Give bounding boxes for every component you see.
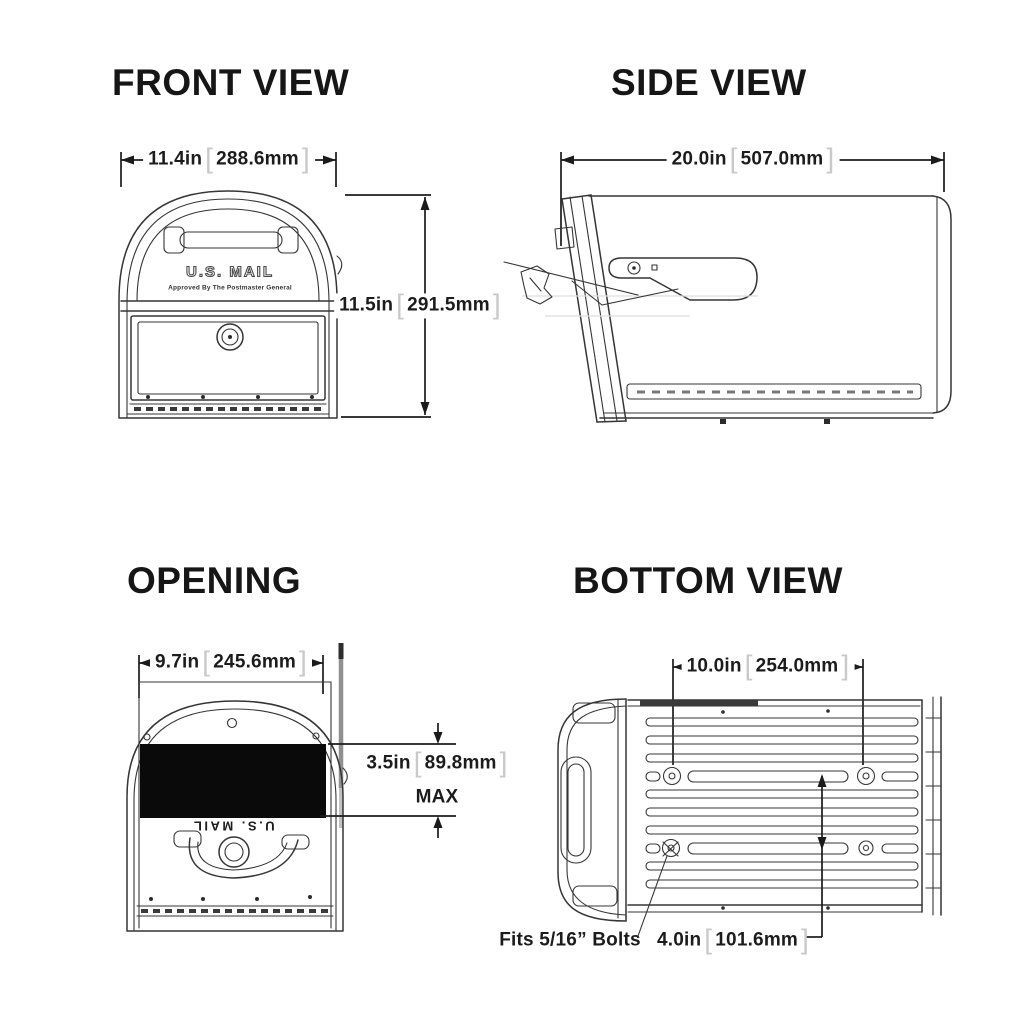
bracket-open-icon: [ [744, 649, 753, 681]
bracket-close-icon: ] [301, 142, 310, 174]
opening-title: OPENING [127, 560, 302, 601]
side-flag-lever [503, 261, 758, 317]
bottom-view-title: BOTTOM VIEW [573, 560, 843, 601]
opening-height-dimension-line [320, 723, 456, 838]
bottom-depth-dimension-line [806, 774, 827, 938]
bottom-width-mm-value: 254.0mm [755, 655, 839, 677]
bolt-note-label: Fits 5/16” Bolts [494, 930, 646, 953]
bracket-close-icon: ] [826, 142, 835, 174]
side-latch-arm [608, 257, 758, 301]
front-base [126, 395, 330, 415]
front-mailbox-outline [118, 190, 343, 419]
front-height-in-value: 11.5in [339, 294, 394, 316]
front-handle [163, 226, 299, 254]
bracket-close-icon: ] [499, 746, 508, 778]
side-length-dim-label: 20.0in [ 507.0mm ] [666, 142, 840, 174]
bracket-open-icon: [ [413, 746, 422, 778]
front-width-mm-value: 288.6mm [216, 148, 299, 170]
opening-back-panel [138, 681, 332, 929]
bottom-depth-dim-label: 4.0in [ 101.6mm ] [652, 923, 814, 955]
bracket-open-icon: [ [205, 142, 214, 174]
opening-width-in-value: 9.7in [154, 651, 200, 673]
bottom-width-dim-label: 10.0in [ 254.0mm ] [681, 649, 855, 681]
opening-height-mm-value: 89.8mm [424, 752, 497, 774]
side-length-mm-value: 507.0mm [740, 148, 824, 170]
side-door [554, 194, 627, 423]
opening-handle [173, 830, 310, 879]
front-embossed-subtext: Approved By The Postmaster General [168, 284, 292, 292]
bolt-note-value: Fits 5/16” Bolts [499, 929, 641, 951]
opening-width-mm-value: 245.6mm [213, 651, 297, 673]
bracket-close-icon: ] [299, 645, 308, 677]
opening-height-in-value: 3.5in [366, 752, 411, 774]
side-length-in-value: 20.0in [671, 148, 727, 170]
front-view-drawing [118, 152, 431, 419]
bracket-open-icon: [ [729, 142, 738, 174]
opening-base [136, 895, 334, 917]
front-view-title: FRONT VIEW [112, 62, 350, 103]
side-bottom-strip [626, 383, 922, 400]
side-view-title: SIDE VIEW [611, 62, 807, 103]
bottom-depth-in-value: 4.0in [656, 929, 702, 951]
front-height-mm-value: 291.5mm [407, 294, 490, 316]
bracket-open-icon: [ [396, 288, 405, 320]
bottom-door-profile [557, 698, 627, 922]
bracket-close-icon: ] [801, 923, 810, 955]
front-width-dim-label: 11.4in [ 288.6mm ] [143, 142, 315, 174]
opening-inverted-text: U.S. MAIL [191, 818, 275, 834]
side-view-drawing [503, 152, 952, 424]
bolt-note-leader [637, 841, 679, 937]
opening-drawing [126, 643, 456, 932]
front-height-dim-label: 11.5in [ 291.5mm ] [334, 288, 506, 320]
bottom-ribs [645, 717, 919, 889]
opening-width-dim-label: 9.7in [ 245.6mm ] [149, 645, 313, 677]
max-qualifier-value: MAX [415, 786, 459, 808]
bracket-open-icon: [ [704, 923, 713, 955]
side-mailbox-body [588, 195, 952, 424]
bracket-close-icon: ] [492, 288, 501, 320]
bottom-width-in-value: 10.0in [686, 655, 742, 677]
bracket-open-icon: [ [202, 645, 211, 677]
opening-slot [140, 744, 326, 818]
bracket-close-icon: ] [841, 649, 850, 681]
opening-height-dim-label: 3.5in [ 89.8mm ] [361, 746, 512, 778]
front-width-in-value: 11.4in [148, 148, 203, 170]
bottom-body [627, 696, 942, 916]
bottom-depth-mm-value: 101.6mm [715, 929, 799, 951]
front-lock [216, 323, 244, 351]
front-door [130, 315, 326, 401]
front-embossed-text: U.S. MAIL [185, 263, 274, 281]
opening-max-label: MAX [411, 787, 464, 810]
bottom-view-drawing [557, 659, 942, 938]
